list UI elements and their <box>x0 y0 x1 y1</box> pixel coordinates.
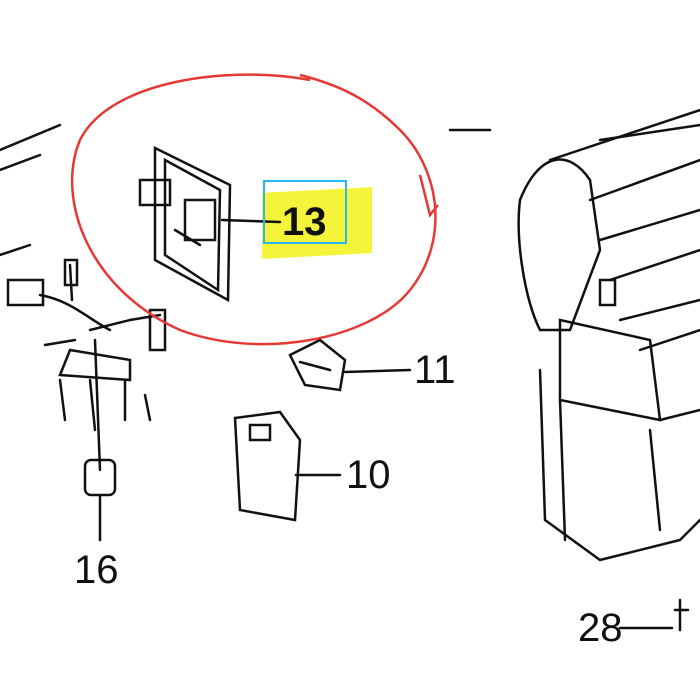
outline-line <box>0 153 42 172</box>
selection-box <box>263 180 347 244</box>
label-28: 28 <box>578 606 623 650</box>
label-11: 11 <box>414 348 456 392</box>
part-13-drawing <box>138 145 232 303</box>
part-10-drawing <box>233 410 302 522</box>
label-10: 10 <box>346 453 391 497</box>
outline-line <box>0 123 62 152</box>
part-28-bolt <box>673 598 690 632</box>
engine-assembly-drawing <box>517 108 700 562</box>
label-13: 13 <box>282 200 327 244</box>
leader-11 <box>343 368 412 374</box>
part-11-drawing <box>288 338 347 392</box>
outline-line <box>0 243 32 257</box>
leader-13 <box>220 218 282 224</box>
red-circle-tail <box>418 174 439 218</box>
part-16-drawing <box>6 258 167 497</box>
label-16: 16 <box>74 548 119 592</box>
red-circle-annotation <box>71 73 437 346</box>
